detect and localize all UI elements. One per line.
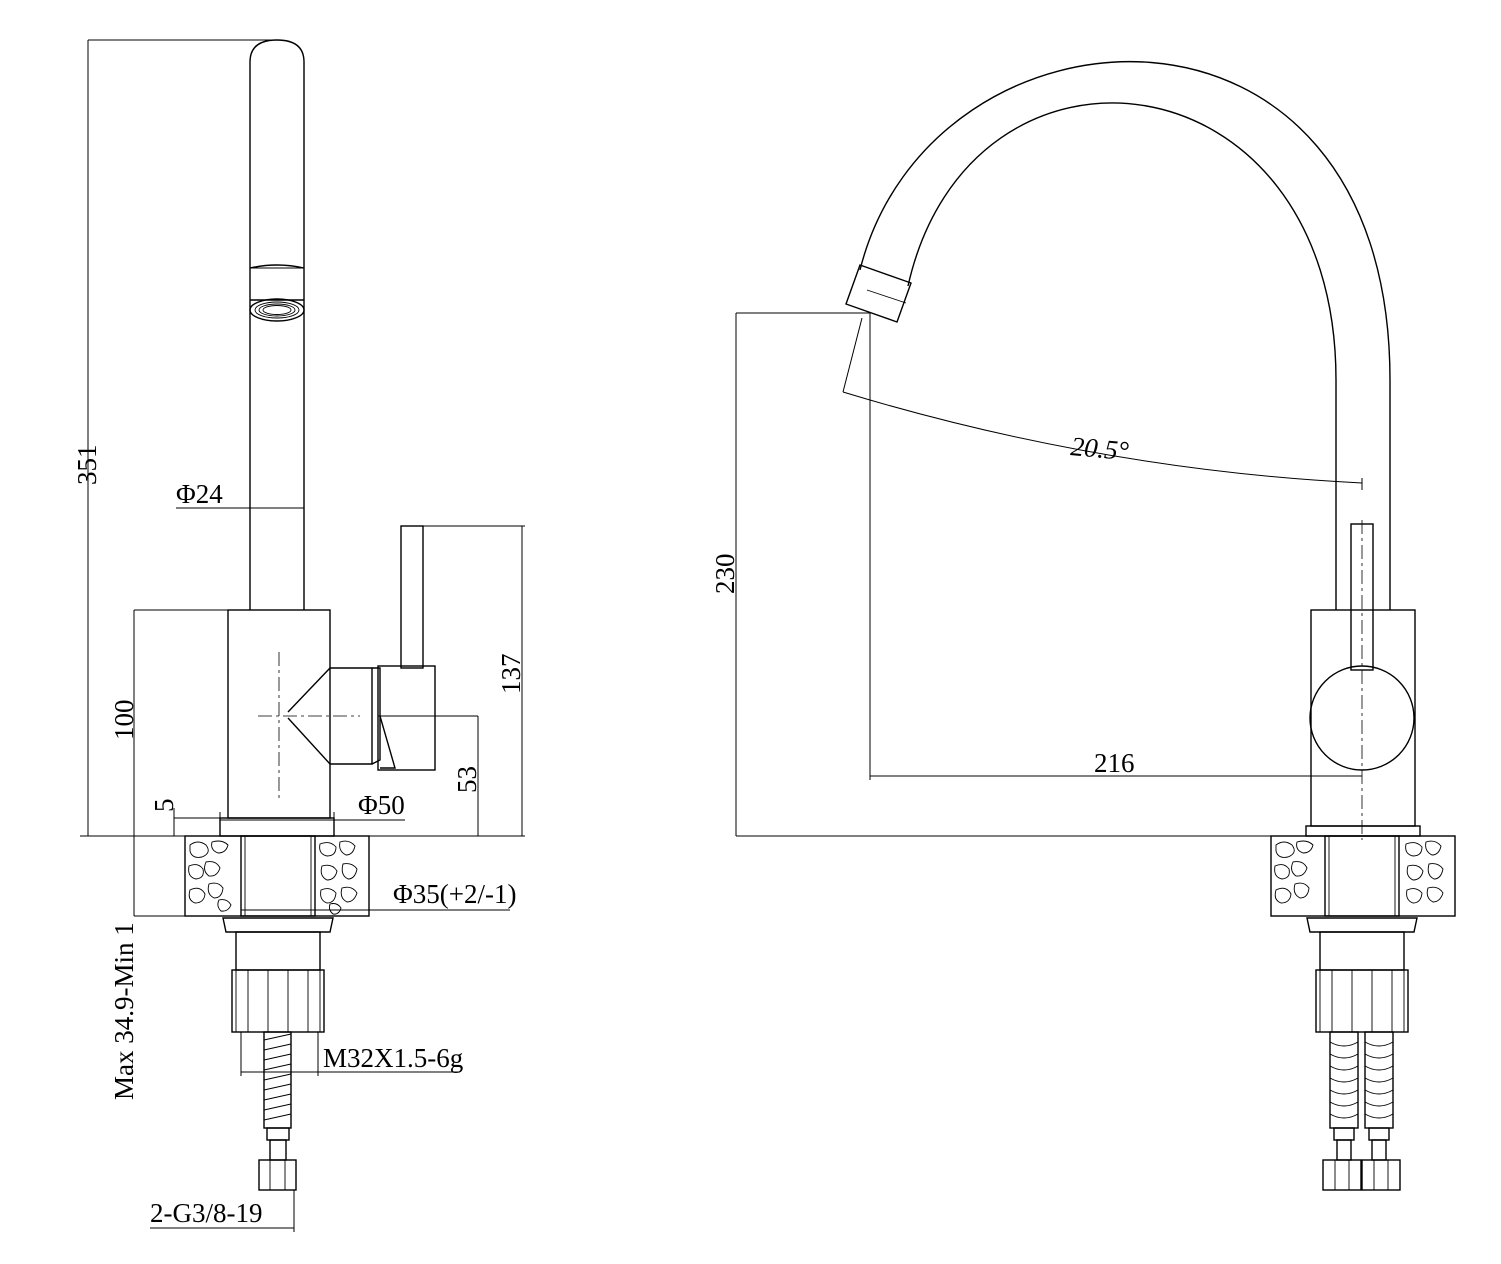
dim-label-hose-thread: 2-G3/8-19 (150, 1198, 262, 1228)
supply-hoses (1322, 1031, 1401, 1191)
dim-label-351: 351 (72, 445, 102, 486)
mounting-nut (1306, 917, 1418, 1033)
handle-disc (1309, 665, 1415, 771)
spout-outlet (845, 264, 912, 323)
countertop-section (184, 835, 370, 917)
lever-handle (1350, 523, 1374, 671)
gooseneck-spout (859, 61, 1391, 610)
base-ring (219, 817, 335, 837)
dim-label-216: 216 (1094, 748, 1135, 778)
dimension-lines (735, 312, 1363, 837)
dimension-lines (80, 39, 525, 1232)
supply-hose (258, 1031, 297, 1191)
handle-cartridge (377, 665, 478, 771)
dim-label-counter-thickness: Max 34.9-Min 1 (109, 922, 139, 1100)
faucet-body (227, 609, 396, 819)
dim-label-angle: 20.5° (1069, 431, 1130, 466)
dim-label-shank-thread: M32X1.5-6g (323, 1043, 463, 1073)
dim-label-5: 5 (149, 799, 179, 813)
dim-label-137: 137 (496, 654, 526, 695)
spout (249, 39, 305, 610)
dim-label-53: 53 (452, 766, 482, 793)
side-view: 351 Φ24 100 137 53 5 Φ50 Φ35(+2/-1) Max … (72, 39, 526, 1232)
lever-handle (400, 525, 525, 669)
dim-label-230: 230 (710, 554, 740, 595)
dim-label-100: 100 (109, 700, 139, 741)
dim-label-hole-dia: Φ35(+2/-1) (393, 879, 516, 909)
countertop-section (1270, 835, 1456, 917)
dim-label-base-dia: Φ50 (358, 790, 405, 820)
base-ring (1305, 825, 1421, 837)
aerator (249, 298, 305, 322)
mounting-nut (222, 917, 334, 1033)
dim-label-spout-dia: Φ24 (176, 479, 223, 509)
front-view: 230 216 20.5° (710, 61, 1456, 1191)
